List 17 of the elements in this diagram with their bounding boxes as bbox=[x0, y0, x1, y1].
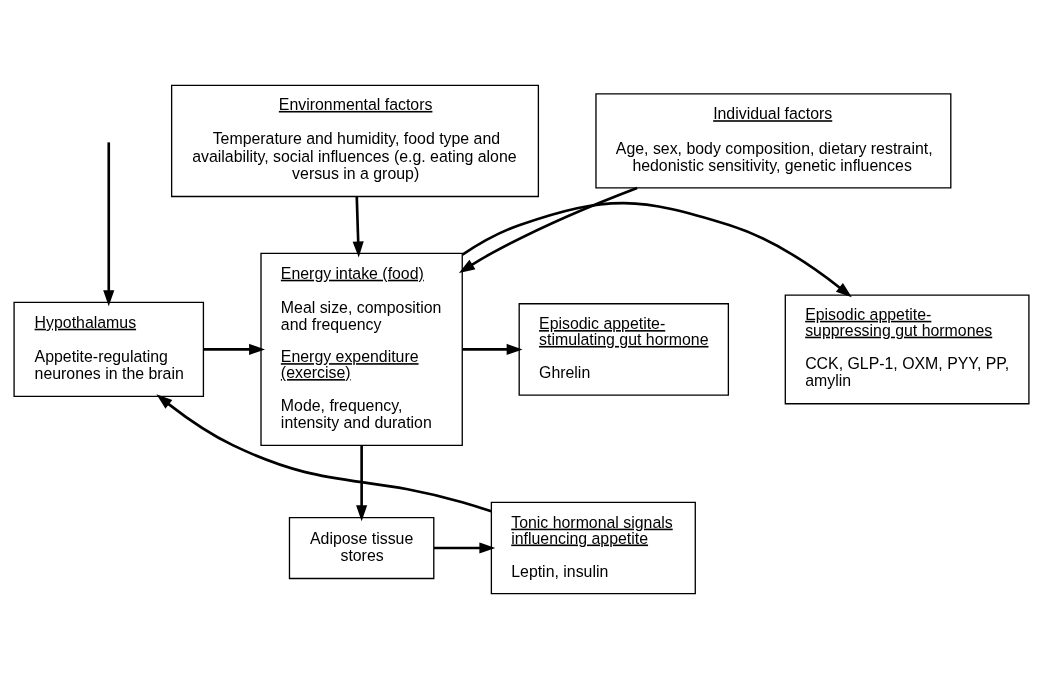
node-box: Tonic hormonal signals influencing appetite Leptin, insulin bbox=[490, 501, 696, 595]
node-box: Energy intake (food) Meal size, composition and frequency Energy expenditure (exercise) Mode, frequency, intensity and duration bbox=[260, 252, 463, 447]
arrow bbox=[462, 343, 523, 355]
arrow bbox=[156, 394, 492, 513]
node-box: Adipose tissue stores bbox=[288, 516, 435, 580]
arrow bbox=[434, 542, 496, 554]
arrow bbox=[203, 343, 265, 355]
arrow bbox=[458, 186, 638, 274]
node-box: Episodic appetite-stimulating gut hormone Ghrelin bbox=[518, 303, 730, 396]
arrow bbox=[356, 445, 368, 522]
arrow bbox=[352, 196, 364, 258]
arrow bbox=[103, 142, 115, 307]
node-box: Hypothalamus Appetite-regulating neurones in the brain bbox=[13, 301, 205, 398]
arrow bbox=[461, 201, 852, 298]
node-box: Environmental factors Temperature and humidity, food type and availability, social influences (e.g. eating alone versus in a group) bbox=[171, 84, 540, 198]
node-box: Individual factors Age, sex, body composition, dietary restraint, hedonistic sensitivity, genetic influences bbox=[595, 93, 952, 189]
node-box: Episodic appetite-suppressing gut hormones CCK, GLP-1, OXM, PYY, PP, amylin bbox=[784, 294, 1030, 405]
